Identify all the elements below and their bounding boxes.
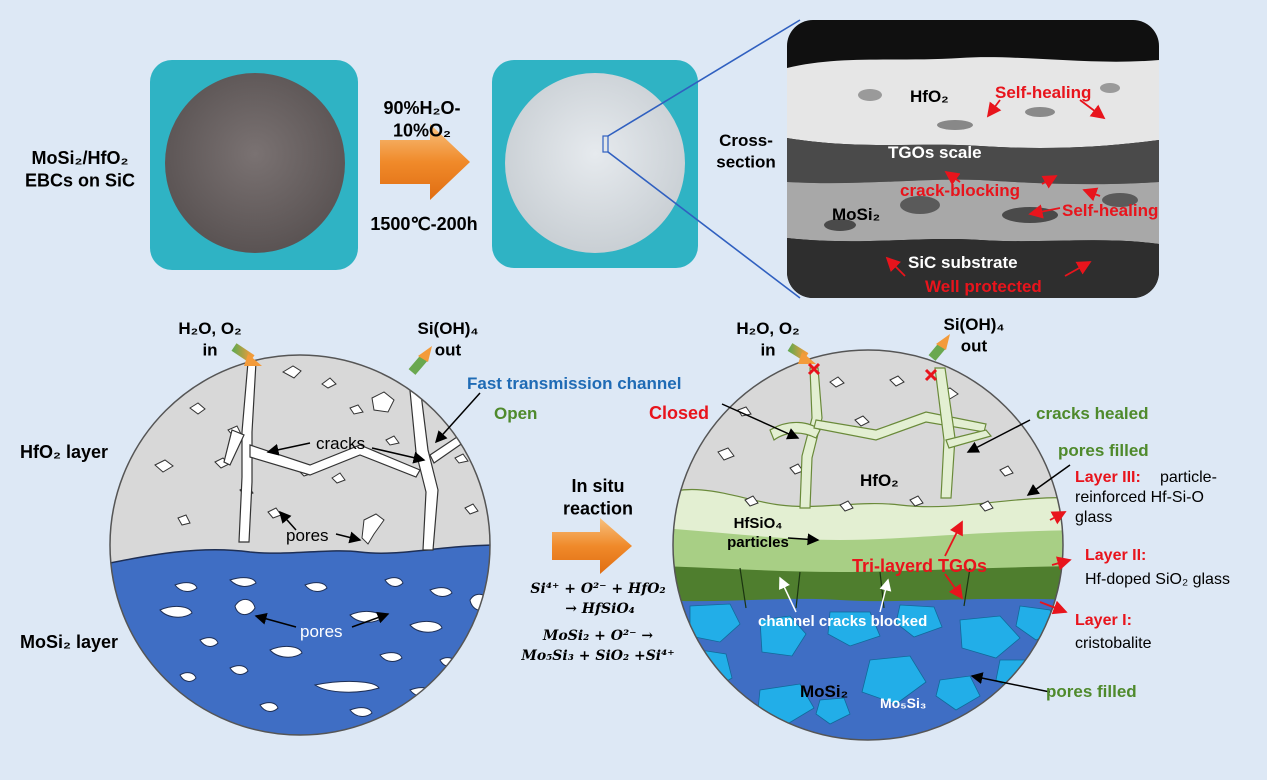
- sem-hfo2: HfO₂: [910, 87, 949, 106]
- left-annotation-arrows: [254, 392, 481, 628]
- layer3-title: Layer III:: [1075, 469, 1141, 486]
- photo-after: [492, 60, 698, 268]
- closed-label: Closed: [649, 403, 709, 423]
- mo5si3-label: Mo₅Si₃: [880, 695, 926, 711]
- eq2-line1: MoSi₂ + O²⁻ →: [542, 628, 653, 644]
- cracks-healed-label: cracks healed: [1036, 404, 1148, 423]
- zoom-line-top: [607, 19, 801, 137]
- sem-self-healing-mid: Self-healing: [1062, 201, 1158, 220]
- left-out-arrow: [408, 346, 432, 375]
- layer2-title: Layer II:: [1085, 547, 1146, 564]
- right-circle-outline: [672, 349, 1064, 741]
- left-pores-mosi2-label: pores: [300, 622, 343, 641]
- cross-section-label: Cross-section: [716, 131, 776, 171]
- tgo-red-arrows: [944, 511, 1072, 615]
- eq1-line2: → HfSiO₄: [565, 601, 635, 617]
- open-label: Open: [494, 404, 537, 423]
- left-cracks-label: cracks: [316, 434, 365, 453]
- right-in-arrow: [787, 343, 816, 364]
- right-circle: [673, 350, 1063, 740]
- sem-sic-substrate: SiC substrate: [908, 253, 1018, 272]
- sem-image: [787, 20, 1159, 298]
- sem-red-arrows: [885, 99, 1106, 277]
- left-circle-outline: [109, 354, 491, 736]
- blocked-x-icon: [807, 362, 938, 382]
- zoom-line-bottom: [607, 151, 801, 299]
- eq1-line1: Si⁴⁺ + O²⁻ + HfO₂: [530, 581, 665, 597]
- left-in-arrow: [231, 343, 262, 366]
- left-pores-hfo2-label: pores: [286, 526, 329, 545]
- in-situ-arrow: [552, 518, 632, 574]
- eq2-line2: Mo₅Si₃ + SiO₂ +Si⁴⁺: [520, 648, 674, 664]
- hfo2-layer-label: HfO₂ layer: [20, 442, 108, 462]
- condition-top: 90%H₂O-10%O₂: [383, 98, 460, 141]
- left-circle: [110, 355, 490, 735]
- layer2-text: Hf-doped SiO₂ glass: [1085, 571, 1230, 588]
- sem-self-healing-top: Self-healing: [995, 83, 1091, 102]
- layer1-title: Layer I:: [1075, 612, 1132, 629]
- tri-tgo-label: Tri-layerd TGOs: [852, 556, 987, 576]
- condition-bottom: 1500℃-200h: [370, 214, 477, 234]
- sem-tgo-scale: TGOs scale: [888, 143, 982, 162]
- pores-filled-bottom-label: pores filled: [1046, 682, 1137, 701]
- right-out-arrow: [928, 334, 950, 361]
- right-annotation-arrows: [721, 403, 1071, 693]
- mosi2-layer-label: MoSi₂ layer: [20, 632, 118, 652]
- mosi2-layer-region: [110, 544, 490, 735]
- channel-white-arrows: [779, 576, 892, 613]
- sem-crack-blocking: crack-blocking: [900, 181, 1020, 200]
- layer1-text: cristobalite: [1075, 635, 1152, 652]
- right-mosi2-label: MoSi₂: [800, 682, 848, 701]
- photo-before: [150, 60, 358, 270]
- channel-blocked-label: channel cracks blocked: [758, 613, 927, 630]
- pores-filled-top-label: pores filled: [1058, 441, 1149, 460]
- fast-channel-label: Fast transmission channel: [467, 374, 681, 393]
- sem-mosi2: MoSi₂: [832, 205, 880, 224]
- sem-well-protected: Well protected: [925, 277, 1042, 296]
- right-hfo2-label: HfO₂: [860, 471, 899, 490]
- condition-arrow: [380, 124, 470, 200]
